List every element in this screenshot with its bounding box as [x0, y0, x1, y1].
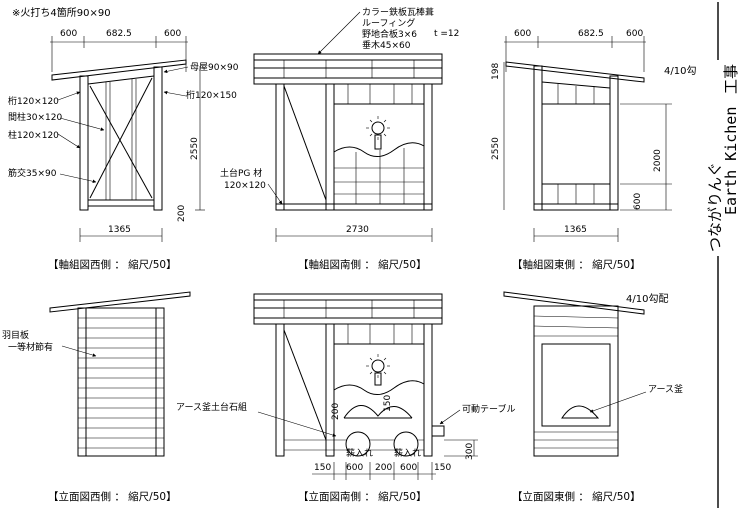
stove-shape	[343, 405, 413, 419]
west-dim-1: 600	[60, 29, 77, 39]
east-elev-roof	[503, 291, 645, 315]
firewood-port-right	[393, 431, 419, 457]
siding-note-1: 羽目板	[2, 329, 29, 341]
east-dim-1: 600	[514, 29, 531, 39]
west-width: 1365	[108, 225, 131, 235]
roof-note-2: ルーフィング	[362, 17, 415, 29]
south-frame-drawing: カラー鉄板瓦棒葺 ルーフィング 野地合板3×6 垂木45×60 t =12	[220, 6, 459, 271]
east-frame-drawing: 600 682.5 600 198 2550 2000 600 4/10勾 13…	[491, 29, 696, 271]
west-post-right	[153, 66, 163, 211]
south-width: 2730	[346, 225, 369, 235]
label-keta-left: 桁120×120	[8, 95, 59, 107]
dim-300: 300	[465, 443, 475, 460]
earth-stove-icon	[561, 405, 600, 419]
west-height: 2550	[190, 137, 200, 160]
south-elevation-drawing: 薪入れ 薪入れ 200 150 可動テーブル アース釜土台石組 300 150 …	[176, 293, 515, 503]
siding-note-2: 一等材節有	[8, 341, 53, 353]
table-label: 可動テーブル	[462, 403, 515, 415]
east-rise: 198	[491, 63, 501, 80]
west-roof	[51, 59, 187, 81]
east-roof	[505, 61, 645, 83]
label-sujikai: 筋交35×90	[8, 167, 57, 179]
label-hashira: 柱120×120	[8, 129, 59, 141]
title-block: 工事 Earth Kichen つながりんぐ	[706, 2, 740, 508]
firewood-port-left	[345, 431, 371, 457]
stove-label: アース釜	[648, 383, 683, 395]
dim-b-4: 600	[400, 463, 417, 473]
west-post-left	[79, 75, 89, 211]
title-jp: つながりんぐ	[706, 162, 724, 252]
movable-table	[431, 425, 445, 437]
fire-marks-note: ※火打ち4箇所90×90	[12, 6, 111, 19]
east-width: 1365	[564, 225, 587, 235]
sun-icon	[366, 116, 390, 150]
west-dim-2: 682.5	[106, 29, 132, 39]
title-en: Earth Kichen	[722, 107, 740, 215]
sill-note-1: 土台PG 材	[220, 167, 262, 179]
west-elevation-drawing: 羽目板 一等材節有 【立面図西側 ： 縮尺/50】	[2, 291, 191, 503]
dim-200: 200	[331, 403, 341, 420]
dim-b-1: 150	[314, 463, 331, 473]
caption-south-elev: 【立面図南側 ： 縮尺/50】	[298, 490, 427, 503]
west-dim-3: 600	[164, 29, 181, 39]
east-elev-opening	[541, 343, 611, 427]
thickness-note: t =12	[434, 29, 459, 39]
east-opening: 2000	[653, 149, 663, 172]
roof-note-1: カラー鉄板瓦棒葺	[362, 6, 434, 18]
dim-150-inner: 150	[383, 395, 393, 412]
east-height: 2550	[491, 137, 501, 160]
west-elev-wall	[77, 307, 165, 457]
caption-east-elev: 【立面図東側 ： 縮尺/50】	[512, 490, 641, 503]
label-moya: 母屋90×90	[190, 62, 239, 73]
feed-label-1: 薪入れ	[346, 447, 373, 459]
dim-b-3: 200	[375, 463, 392, 473]
sun-icon	[366, 354, 390, 386]
sill-note-2: 120×120	[224, 181, 266, 191]
east-sill-h: 600	[633, 193, 643, 210]
dim-b-2: 600	[346, 463, 363, 473]
dim-b-5: 150	[434, 463, 451, 473]
title-suffix: 工事	[722, 64, 740, 94]
label-mabashira: 間柱30×120	[8, 111, 62, 123]
west-base: 200	[177, 205, 187, 222]
caption-west-elev: 【立面図西側 ： 縮尺/50】	[48, 490, 177, 503]
east-dim-2: 682.5	[578, 29, 604, 39]
stove-base-label: アース釜土台石組	[176, 401, 247, 413]
roof-note-3: 野地合板3×6	[362, 28, 417, 40]
counter-wave	[333, 142, 425, 157]
east-elev-wall	[533, 305, 619, 457]
west-frame-drawing: ※火打ち4箇所90×90 600 682.5 600 2550 200 1365	[8, 6, 239, 271]
roof-note-4: 垂木45×60	[362, 39, 411, 51]
caption-east-frame: 【軸組図東側 ： 縮尺/50】	[512, 258, 641, 271]
caption-south-frame: 【軸組図南側 ： 縮尺/50】	[298, 258, 427, 271]
slope-top: 4/10勾	[664, 64, 696, 77]
east-elevation-drawing: アース釜 4/10勾配 【立面図東側 ： 縮尺/50】	[503, 291, 683, 503]
feed-label-2: 薪入れ	[394, 447, 421, 459]
east-dim-3: 600	[626, 29, 643, 39]
west-elev-roof	[49, 291, 191, 313]
slope-bottom: 4/10勾配	[626, 292, 668, 305]
caption-west-frame: 【軸組図西側 ： 縮尺/50】	[48, 258, 177, 271]
label-keta-right: 桁120×150	[186, 89, 237, 101]
